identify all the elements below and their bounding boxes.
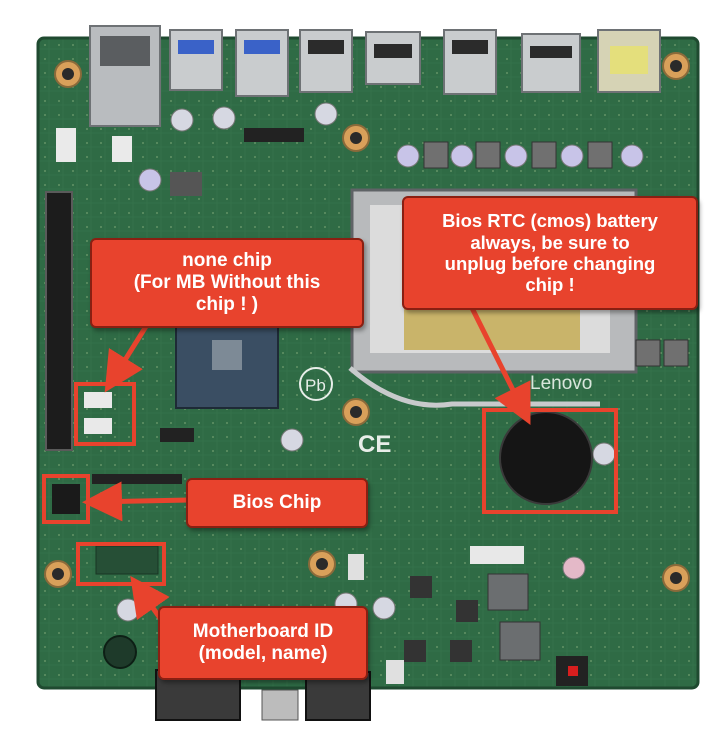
callout-arrows — [82, 302, 531, 621]
callout-none-chip-line2: (For MB Without this — [133, 272, 321, 294]
arrow-none-chip — [104, 318, 153, 393]
ce-mark: CE — [358, 431, 391, 458]
callout-motherboard-id-line1: Motherboard ID — [192, 621, 334, 643]
small-components — [56, 128, 588, 686]
callout-rtc-battery-line2: always, be sure to — [470, 231, 630, 253]
callout-rtc-battery-line4: chip ! — [525, 274, 575, 296]
callout-none-chip: none chip (For MB Without this chip ! ) — [90, 238, 364, 328]
pb-mark: Pb — [305, 376, 326, 395]
callout-rtc-battery: Bios RTC (cmos) battery always, be sure … — [402, 196, 698, 310]
mounting-holes — [44, 52, 690, 592]
callout-rtc-battery-line3: unplug before changing — [444, 253, 656, 274]
arrow-motherboard-id — [130, 575, 170, 621]
callout-bios-chip-line1: Bios Chip — [232, 492, 322, 514]
rear-io-ports — [89, 25, 661, 127]
empty-chip-pads — [84, 392, 112, 434]
callout-bios-chip: Bios Chip — [186, 478, 368, 528]
callout-motherboard-id: Motherboard ID (model, name) — [158, 606, 368, 680]
motherboard-id-highlight — [76, 542, 166, 586]
rtc-battery — [499, 411, 593, 505]
callout-rtc-battery-line1: Bios RTC (cmos) battery — [442, 210, 658, 232]
callout-motherboard-id-line2: (model, name) — [198, 643, 328, 664]
callout-none-chip-line3: chip ! ) — [195, 293, 259, 315]
arrow-rtc-battery — [467, 302, 531, 425]
pb-circle — [299, 367, 333, 401]
bios-chip-component — [52, 484, 80, 514]
rtc-battery-highlight — [482, 408, 618, 514]
arrow-bios-chip — [82, 481, 191, 522]
lenovo-logo: Lenovo — [530, 373, 592, 394]
callout-none-chip-line1: none chip — [182, 250, 272, 272]
edge-slot — [45, 191, 73, 451]
inductors — [423, 141, 689, 661]
